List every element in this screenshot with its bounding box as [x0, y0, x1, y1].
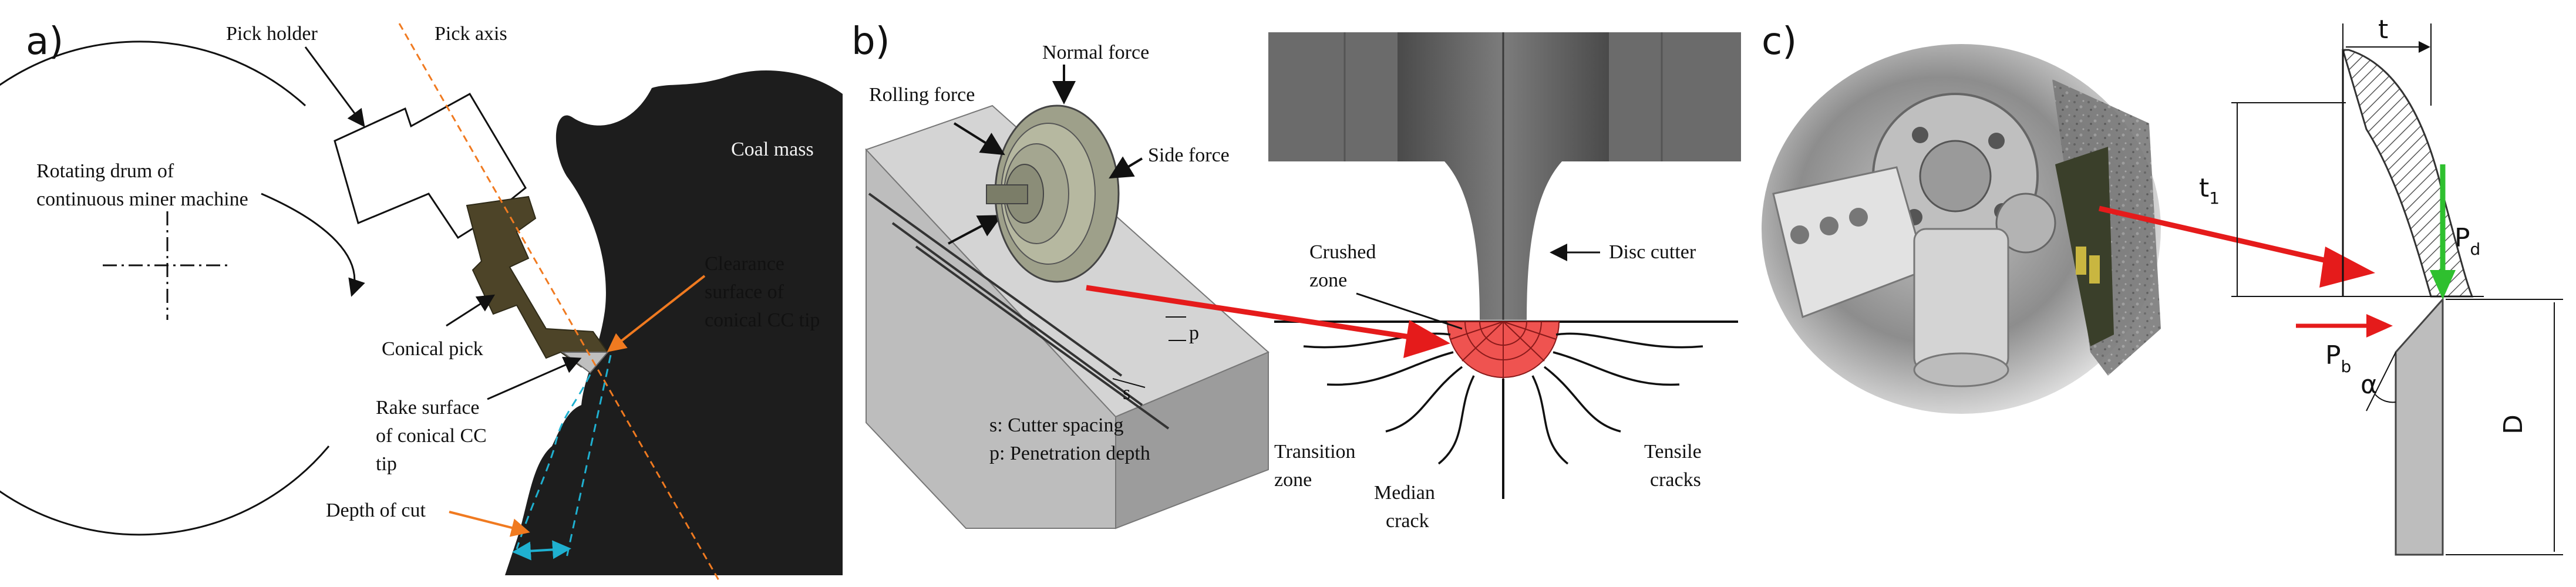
panel-a: a) Coal mass Rotating drum of continuous… — [0, 20, 843, 582]
coal-mass-label: Coal mass — [731, 139, 814, 160]
pb-label-sub: b — [2341, 357, 2352, 376]
rake-label-line3: tip — [376, 453, 397, 475]
pb-label-base: P — [2325, 340, 2341, 370]
panel-c-letter: c) — [1762, 20, 1797, 63]
clearance-cut-outline — [565, 355, 612, 558]
alpha-label: α — [2361, 370, 2378, 400]
rolling-force-arrow — [953, 122, 1005, 156]
crushed-leader — [1356, 292, 1463, 330]
dimension-marks — [1112, 316, 1186, 388]
disc-cutter-label: Disc cutter — [1609, 241, 1696, 263]
rock-block-front — [866, 148, 1116, 529]
d-label: D — [2498, 414, 2528, 434]
drum-label-line1: Rotating drum of — [36, 160, 174, 182]
rolling-force-label: Rolling force — [869, 84, 975, 106]
zoom-arrow-c — [2098, 205, 2356, 270]
rake-leader — [487, 356, 582, 400]
tensile-cracks — [1303, 332, 1703, 465]
t1-label-sub: 1 — [2209, 188, 2220, 208]
t1-label-base: t — [2199, 173, 2209, 203]
pick-axis-label: Pick axis — [435, 23, 507, 45]
depth-of-cut-label: Depth of cut — [326, 500, 426, 521]
drum-rotation-arrow — [261, 193, 365, 297]
pd-label-sub: d — [2470, 239, 2481, 259]
clearance-leader — [607, 275, 706, 352]
rake-label-line2: of conical CC — [376, 425, 487, 447]
median-label-line1: Median — [1374, 482, 1435, 504]
pick-holder-leader — [304, 46, 365, 127]
panel-a-letter: a) — [26, 20, 63, 63]
pb-label: Pb — [2325, 340, 2351, 376]
coal-mass — [505, 70, 843, 575]
t1-label: t1 — [2199, 173, 2220, 208]
clearance-label-line1: Clearance — [705, 253, 784, 275]
panel-c: c) — [1762, 15, 2563, 556]
rake-label-line1: Rake surface — [376, 397, 480, 419]
transition-label-line1: Transition — [1274, 441, 1356, 463]
transition-label-line2: zone — [1274, 469, 1312, 491]
crushed-zone — [1446, 321, 1560, 379]
rock-block-side — [1115, 351, 1269, 529]
zoom-arrow-c-head — [2319, 247, 2375, 288]
median-label-line2: crack — [1386, 510, 1429, 532]
cutter-head-photo — [1762, 44, 2161, 414]
depth-leader — [449, 511, 530, 537]
conical-pick-label: Conical pick — [382, 338, 483, 360]
rotating-drum — [0, 41, 330, 536]
pick-axis-line — [398, 23, 720, 582]
clearance-label-line2: surface of — [705, 281, 784, 303]
clearance-label-line3: conical CC tip — [705, 309, 820, 331]
penetration-legend: p: Penetration depth — [989, 443, 1150, 464]
zoom-arrow-b-head — [1403, 320, 1450, 358]
p-label: p — [1189, 322, 1199, 344]
conical-pick-leader — [446, 294, 496, 327]
t-label: t — [2378, 15, 2388, 45]
side-force-arrow — [1109, 156, 1143, 179]
side-force-label: Side force — [1148, 144, 1230, 166]
rake-cut-outline — [516, 374, 591, 549]
tensile-label-line1: Tensile — [1644, 441, 1702, 463]
conical-pick-body — [466, 195, 609, 368]
pick-holder-label: Pick holder — [226, 23, 318, 45]
normal-force-label: Normal force — [1042, 42, 1149, 63]
spacing-legend: s: Cutter spacing — [989, 414, 1124, 436]
zoom-arrow-b — [1086, 285, 1433, 343]
panel-b: b) Normal force Rolling force Side force — [851, 20, 1741, 532]
disc-cutter-section — [1268, 32, 1741, 320]
crushed-label-line2: zone — [1309, 269, 1347, 291]
drum-center-mark — [103, 211, 232, 320]
tensile-label-line2: cracks — [1650, 469, 1701, 491]
disc-cutter-model — [948, 104, 1120, 283]
panel-b-letter: b) — [851, 20, 890, 63]
cut-grooves — [868, 193, 1170, 430]
pd-label: Pd — [2454, 223, 2480, 259]
crushed-label-line1: Crushed — [1309, 241, 1376, 263]
drum-label-line2: continuous miner machine — [36, 188, 248, 210]
pd-label-base: P — [2454, 223, 2470, 253]
depth-of-cut-arrow — [512, 540, 571, 561]
cutter-schematic — [2231, 23, 2563, 556]
s-label: s — [1123, 382, 1130, 404]
